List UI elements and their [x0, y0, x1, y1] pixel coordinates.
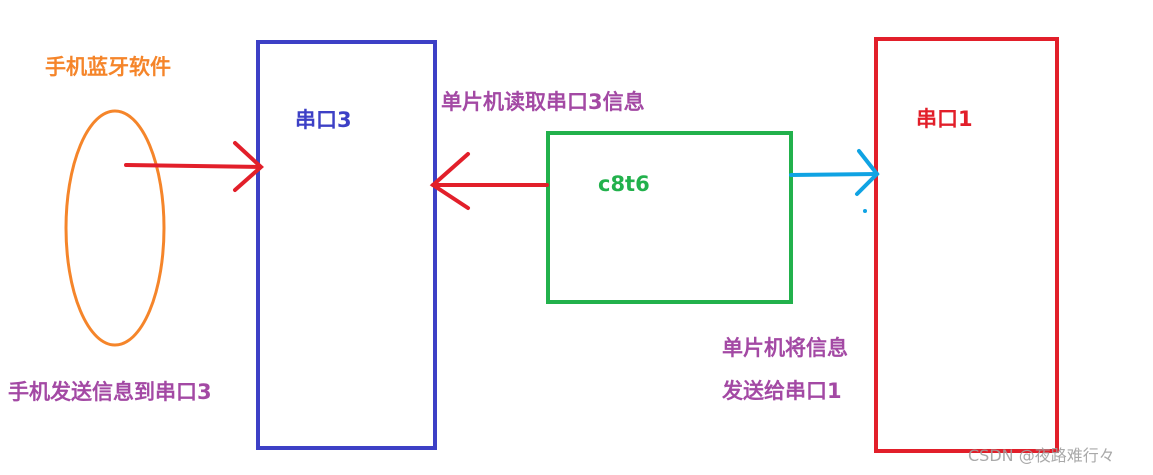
uart3-box: [256, 40, 437, 450]
mcu-read-label: 单片机读取串口3信息: [441, 90, 645, 114]
phone-send-label: 手机发送信息到串口3: [8, 380, 212, 404]
mcu-send-label: 单片机将信息 发送给串口1: [722, 327, 848, 413]
arrow-mcu-to-uart3: [429, 152, 549, 210]
uart1-box: [874, 37, 1059, 453]
mcu-chip-label: c8t6: [598, 172, 650, 196]
mcu-send-line2: 发送给串口1: [722, 379, 842, 403]
blue-dot: [863, 209, 867, 213]
mcu-send-line1: 单片机将信息: [722, 336, 848, 360]
uart3-label: 串口3: [295, 108, 352, 132]
watermark: CSDN @夜路难行々: [968, 446, 1115, 465]
arrow-phone-to-uart3: [124, 141, 264, 192]
phone-app-label: 手机蓝牙软件: [45, 55, 171, 79]
phone-ellipse: [64, 109, 166, 347]
arrow-mcu-to-uart1: [789, 149, 880, 196]
mcu-box: [546, 131, 793, 304]
uart1-label: 串口1: [916, 107, 973, 131]
